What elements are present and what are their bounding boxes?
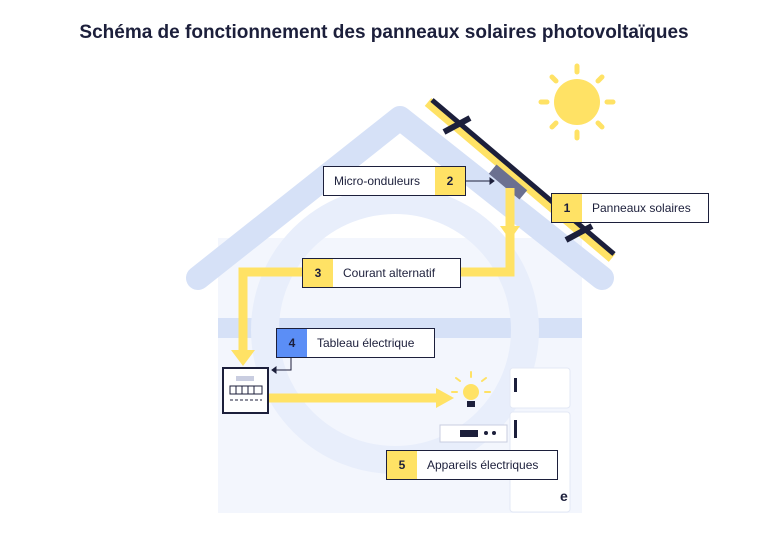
pointers — [271, 177, 495, 374]
callout-micro-inverters: 2 Micro-onduleurs — [323, 166, 466, 196]
callout-label: Panneaux solaires — [592, 201, 691, 215]
callout-number: 3 — [303, 259, 333, 287]
callout-number: 1 — [552, 194, 582, 222]
micro-inverter-icon — [488, 164, 528, 200]
sun-icon — [538, 63, 616, 141]
callout-number: 4 — [277, 329, 307, 357]
callout-alternating-current: 3 Courant alternatif — [302, 258, 461, 288]
callout-number: 5 — [387, 451, 417, 479]
callout-label: Tableau électrique — [317, 336, 415, 350]
callout-label: Courant alternatif — [343, 266, 436, 280]
callout-electrical-appliances: 5 Appareils électriques — [386, 450, 558, 480]
callout-label: Appareils électriques — [427, 458, 539, 472]
house-roof — [186, 106, 614, 290]
flow-arrow-right-icon — [436, 388, 454, 408]
electrical-panel-icon — [222, 367, 269, 414]
flow-arrow-down-icon — [231, 350, 255, 366]
stove-icon — [439, 424, 508, 443]
flow-arrow-down-icon — [500, 226, 520, 240]
light-bulb-icon — [451, 371, 491, 407]
brand-logo: e — [560, 488, 568, 504]
callout-label: Micro-onduleurs — [334, 174, 421, 188]
callout-number: 2 — [435, 167, 465, 195]
callout-electrical-panel: 4 Tableau électrique — [276, 328, 435, 358]
diagram-title: Schéma de fonctionnement des panneaux so… — [79, 22, 689, 43]
callout-solar-panels: 1 Panneaux solaires — [551, 193, 709, 223]
solar-panel-icon — [424, 98, 616, 262]
